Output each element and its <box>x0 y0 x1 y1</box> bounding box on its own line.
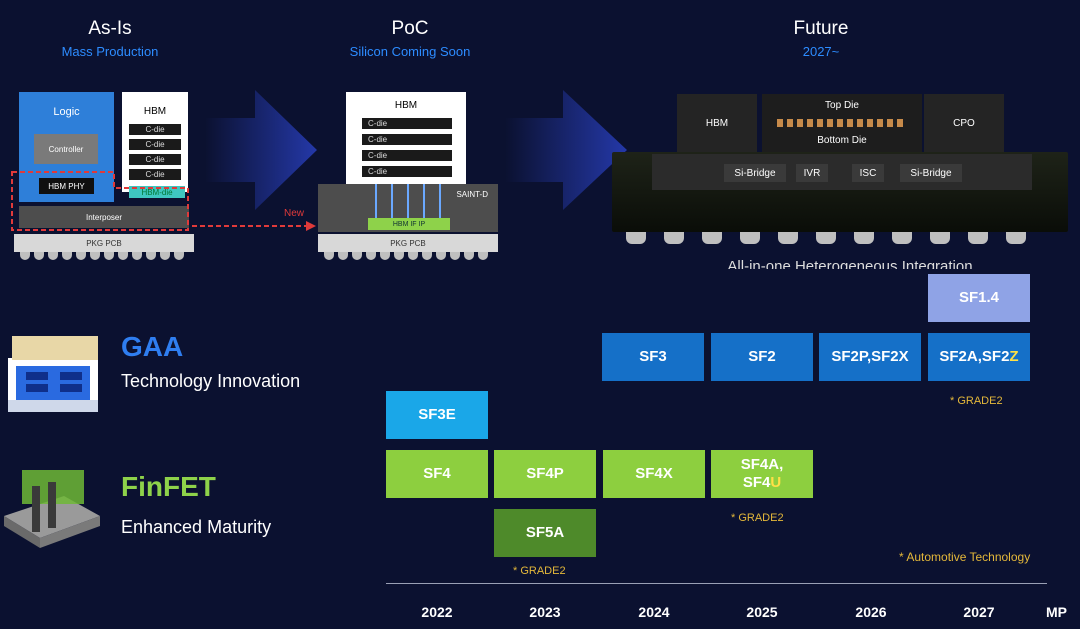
node-sf3e: SF3E <box>386 391 488 439</box>
cdie-layer: C-die <box>129 139 181 150</box>
pkg-pcb: PKG PCB <box>318 234 498 252</box>
finfet-title: FinFET <box>121 471 216 502</box>
year-label: 2026 <box>855 604 887 620</box>
node-sf2: SF2 <box>711 333 813 381</box>
cdie-layer: C-die <box>362 134 452 145</box>
bridge-layer <box>652 154 1032 190</box>
node-sf4a-highlight: U <box>770 474 782 491</box>
node-sf3: SF3 <box>602 333 704 381</box>
year-label: 2027 <box>963 604 995 620</box>
highlight-outline <box>11 171 189 231</box>
pkg-pcb: PKG PCB <box>14 234 194 252</box>
node-sf4a-line2: SF4 <box>742 474 771 491</box>
cdie-layer: C-die <box>129 154 181 165</box>
hbm-phy-block: HBM PHY <box>39 178 94 194</box>
year-label: 2023 <box>529 604 561 620</box>
arrow-right-icon <box>505 90 627 210</box>
stage-asis-title: As-Is <box>88 18 132 39</box>
stacked-die: Top Die Bottom Die <box>762 94 922 152</box>
node-sf4: SF4 <box>386 450 488 498</box>
automotive-note: * Automotive Technology <box>899 550 1031 564</box>
future-package-diagram: Si-Bridge IVR ISC Si-Bridge HBM Top Die … <box>612 92 1072 272</box>
grade2-note: * GRADE2 <box>950 395 1003 407</box>
cpo-die: CPO <box>924 94 1004 152</box>
isc-block: ISC <box>852 164 884 182</box>
year-label: 2024 <box>638 604 670 620</box>
node-sf4a-sf4u: SF4A, SF4U <box>711 450 813 498</box>
si-bridge-right: Si-Bridge <box>900 164 962 182</box>
mp-label: MP <box>1046 604 1067 620</box>
gaa-subtitle: Technology Innovation <box>121 371 301 391</box>
finfet-subtitle: Enhanced Maturity <box>121 517 272 537</box>
arrow-right-icon <box>205 90 317 210</box>
top-die-label: Top Die <box>825 100 859 111</box>
bottom-die-label: Bottom Die <box>817 135 867 146</box>
grade2-note: * GRADE2 <box>731 512 784 524</box>
finfet-transistor-icon <box>4 470 100 548</box>
node-sf4p: SF4P <box>494 450 596 498</box>
timeline-axis <box>386 583 1047 584</box>
tsv-lines <box>375 184 441 218</box>
stage-asis-subtitle: Mass Production <box>61 44 159 59</box>
node-sf1-4: SF1.4 <box>928 274 1030 322</box>
solder-balls <box>20 252 184 260</box>
stage-future-title: Future <box>793 18 849 39</box>
hbm-die: HBM <box>677 94 757 152</box>
cdie-layer: C-die <box>362 166 452 177</box>
new-label: New <box>284 208 305 219</box>
stage-poc-title: PoC <box>391 18 429 39</box>
controller-block: Controller <box>34 134 98 164</box>
gaa-transistor-icon <box>8 336 98 412</box>
year-label: 2025 <box>746 604 778 620</box>
asis-package-diagram: Logic Controller HBM PHY HBM C-die C-die… <box>11 92 199 267</box>
node-sf4a-line1: SF4A, <box>740 456 784 473</box>
grade2-note: * GRADE2 <box>513 565 566 577</box>
node-sf2a-highlight: Z <box>1009 348 1019 365</box>
cdie-layer: C-die <box>129 169 181 180</box>
si-bridge-left: Si-Bridge <box>724 164 786 182</box>
future-caption: All-in-one Heterogeneous Integration <box>727 258 973 269</box>
cdie-layer: C-die <box>362 150 452 161</box>
micro-bumps <box>777 119 907 127</box>
stage-poc-subtitle: Silicon Coming Soon <box>349 44 471 59</box>
year-label: 2022 <box>421 604 453 620</box>
ivr-block: IVR <box>796 164 828 182</box>
dashed-arrow-icon <box>192 221 316 231</box>
future-caption-clip: All-in-one Heterogeneous Integration <box>640 257 1060 269</box>
node-sf5a: SF5A <box>494 509 596 557</box>
poc-package-diagram: HBM C-die C-die C-die C-die SAINT-D HBM … <box>318 92 503 267</box>
interposer: Interposer <box>19 206 189 228</box>
solder-balls <box>612 232 1072 244</box>
node-sf2p-sf2x: SF2P,SF2X <box>819 333 921 381</box>
solder-balls <box>324 252 488 260</box>
gaa-title: GAA <box>121 331 184 362</box>
hbm-if-ip: HBM IF IP <box>368 218 450 230</box>
stage-future-subtitle: 2027~ <box>802 44 840 59</box>
node-sf2a-label: SF2A,SF2 <box>939 348 1010 365</box>
node-sf4x: SF4X <box>603 450 705 498</box>
cdie-layer: C-die <box>362 118 452 129</box>
cdie-layer: C-die <box>129 124 181 135</box>
